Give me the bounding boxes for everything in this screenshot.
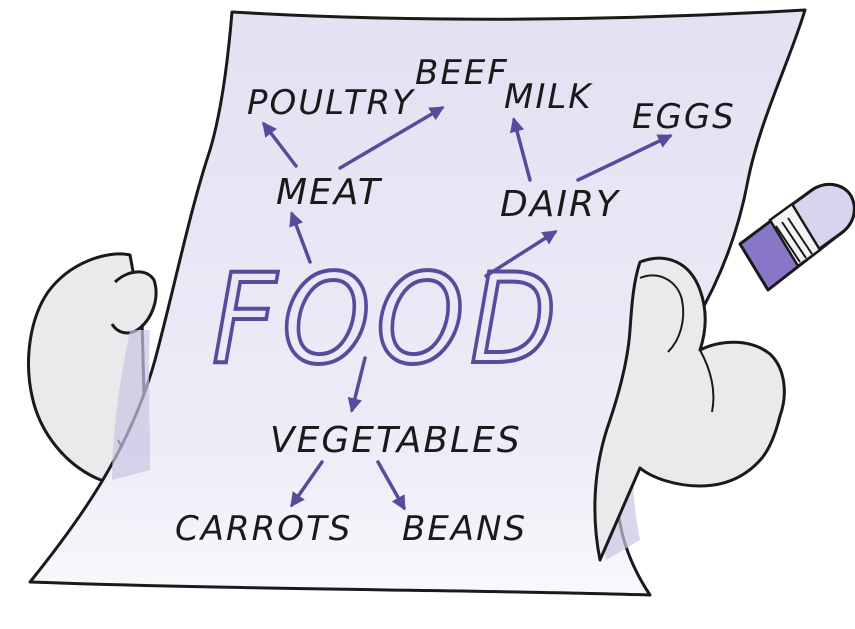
pencil-icon [740,184,854,290]
leaf-node-beans: BEANS [402,509,527,549]
leaf-node-eggs: EGGS [632,97,736,137]
center-node-label: FOOD [212,248,562,392]
category-node-vegetables: VEGETABLES [270,420,522,461]
leaf-node-poultry: POULTRY [247,83,415,123]
category-node-dairy: DAIRY [500,184,621,225]
category-node-meat: MEAT [276,172,383,213]
leaf-node-carrots: CARROTS [175,509,352,549]
leaf-node-beef: BEEF [415,53,509,93]
leaf-node-milk: MILK [504,77,593,117]
